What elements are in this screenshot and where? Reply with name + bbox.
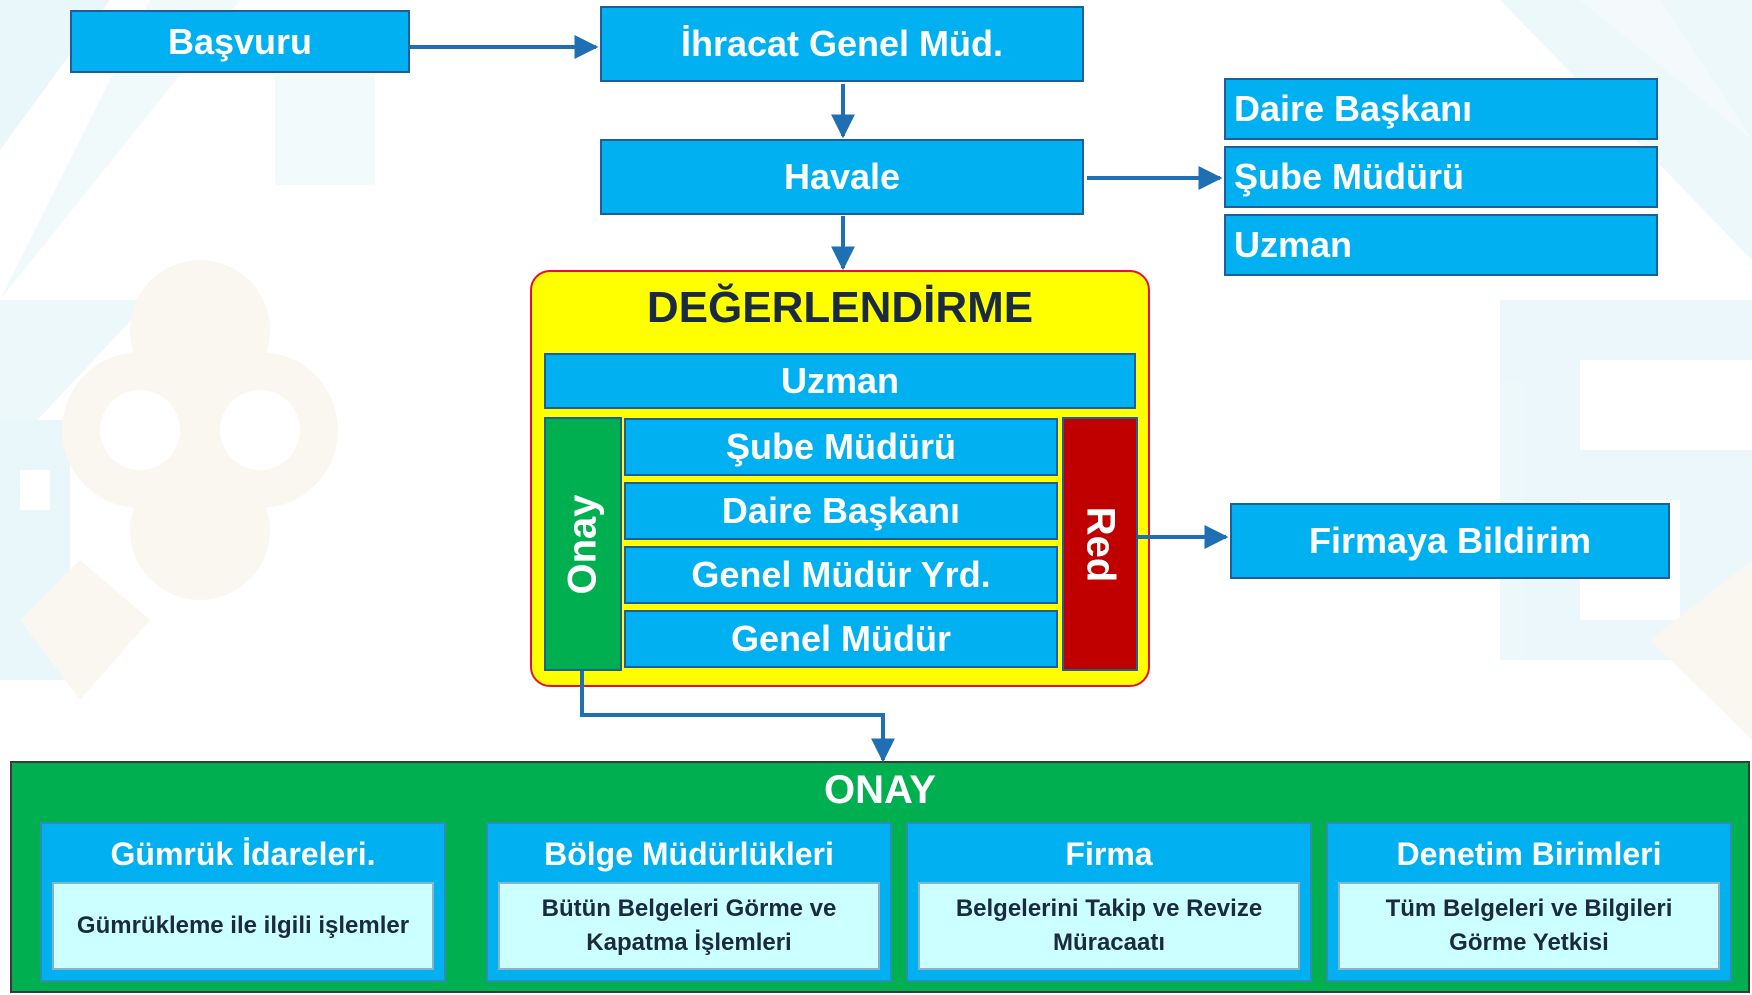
havale-label: Havale: [783, 156, 901, 197]
assignee-daire-baskani: Daire Başkanı: [1224, 78, 1658, 140]
level-label: Genel Müdür Yrd.: [691, 554, 991, 595]
evaluation-uzman: Uzman: [544, 353, 1136, 409]
level-genel-mudur-yrd: Genel Müdür Yrd.: [624, 546, 1058, 604]
assignee-uzman: Uzman: [1224, 214, 1658, 276]
level-label: Şube Müdürü: [726, 426, 956, 467]
ihracat-label: İhracat Genel Müd.: [680, 23, 1004, 64]
card-firma: Firma Belgelerini Takip ve Revize Müraca…: [906, 822, 1312, 982]
card-title: Bölge Müdürlükleri: [544, 836, 834, 872]
card-body: Bütün Belgeleri Görme ve Kapatma İşlemle…: [498, 882, 880, 970]
level-label: Genel Müdür: [730, 618, 951, 659]
ihracat-box: İhracat Genel Müd.: [600, 6, 1084, 82]
notify-label: Firmaya Bildirim: [1308, 520, 1592, 561]
assignee-label: Şube Müdürü: [1234, 156, 1464, 197]
red-bar: Red: [1062, 417, 1138, 671]
approval-title: ONAY: [824, 768, 936, 812]
red-label: Red: [1078, 506, 1123, 582]
evaluation-title: DEĞERLENDİRME: [646, 283, 1034, 332]
card-title: Firma: [1065, 836, 1153, 872]
assignee-label: Uzman: [1234, 224, 1353, 265]
card-denetim-birimleri: Denetim Birimleri Tüm Belgeleri ve Bilgi…: [1326, 822, 1732, 982]
level-sube-muduru: Şube Müdürü: [624, 418, 1058, 476]
card-title: Gümrük İdareleri.: [110, 836, 376, 872]
basvuru-label: Başvuru: [167, 20, 313, 62]
level-genel-mudur: Genel Müdür: [624, 610, 1058, 668]
card-body: Belgelerini Takip ve Revize Müracaatı: [918, 882, 1300, 970]
card-body: Gümrükleme ile ilgili işlemler: [52, 882, 434, 970]
card-body: Tüm Belgeleri ve Bilgileri Görme Yetkisi: [1338, 882, 1720, 970]
evaluation-uzman-label: Uzman: [780, 360, 900, 401]
assignee-sube-muduru: Şube Müdürü: [1224, 146, 1658, 208]
notify-box: Firmaya Bildirim: [1230, 503, 1670, 579]
card-title: Denetim Birimleri: [1396, 836, 1662, 872]
havale-box: Havale: [600, 139, 1084, 215]
card-gumruk-idareleri: Gümrük İdareleri. Gümrükleme ile ilgili …: [40, 822, 446, 982]
card-bolge-mudurlukleri: Bölge Müdürlükleri Bütün Belgeleri Görme…: [486, 822, 892, 982]
onay-bar: Onay: [544, 417, 622, 671]
onay-label: Onay: [560, 493, 605, 595]
assignee-label: Daire Başkanı: [1234, 88, 1473, 129]
basvuru-box: Başvuru: [70, 10, 410, 73]
level-label: Daire Başkanı: [721, 490, 961, 531]
level-daire-baskani: Daire Başkanı: [624, 482, 1058, 540]
